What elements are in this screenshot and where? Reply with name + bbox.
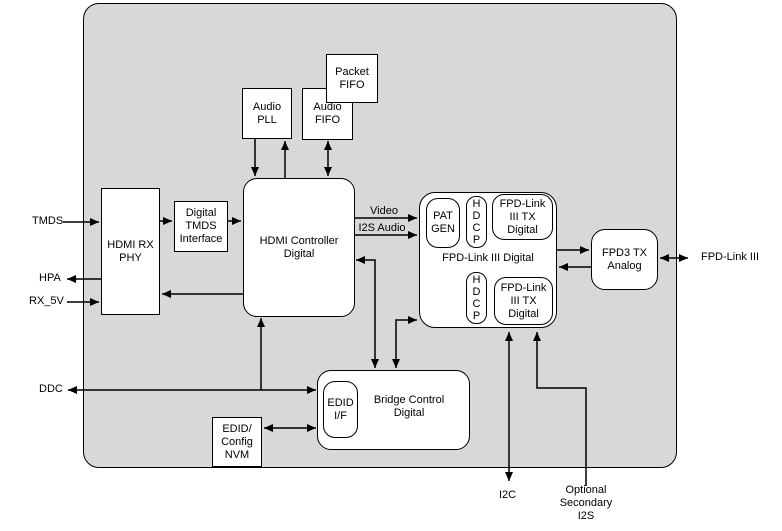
pat-gen-block: PAT GEN — [426, 198, 460, 248]
wire-bridge-fpd-digital — [392, 316, 417, 368]
fpd3-tx-analog-block: FPD3 TX Analog — [591, 229, 658, 290]
hdcp-top-block: H D C P — [466, 196, 487, 248]
digital-tmds-interface-block: Digital TMDS Interface — [174, 201, 228, 252]
edid-config-nvm-block: EDID/ Config NVM — [212, 417, 262, 467]
hdmi-controller-digital-block: HDMI Controller Digital — [243, 178, 355, 317]
fpd-link-tx-digital-top-block: FPD-Link III TX Digital — [492, 194, 553, 240]
wire-controller-bridge — [356, 256, 379, 368]
fpd-link-tx-digital-bottom-block: FPD-Link III TX Digital — [494, 277, 553, 325]
bridge-control-digital-label: Bridge Control Digital — [373, 394, 445, 419]
optional-secondary-i2s-port-label: Optional Secondary I2S — [559, 484, 613, 522]
tmds-port-label: TMDS — [32, 215, 64, 227]
wire-optional-secondary-i2s — [533, 332, 587, 486]
hdcp-bottom-block: H D C P — [466, 272, 487, 324]
video-bus-label: Video — [370, 205, 398, 217]
ddc-port-label: DDC — [39, 383, 63, 395]
rx5v-port-label: RX_5V — [29, 295, 64, 307]
fpd-link-iii-digital-label: FPD-Link III Digital — [442, 252, 534, 264]
edid-if-block: EDID I/F — [323, 381, 358, 438]
hpa-port-label: HPA — [39, 272, 61, 284]
audio-pll-block: Audio PLL — [242, 88, 292, 139]
i2s-audio-bus-label: I2S Audio — [358, 222, 406, 234]
hdmi-rx-phy-block: HDMI RX PHY — [101, 188, 160, 315]
fpd-link-iii-port-label: FPD-Link III — [701, 251, 760, 263]
packet-fifo-block: Packet FIFO — [326, 54, 378, 103]
i2c-port-label: I2C — [499, 489, 517, 501]
